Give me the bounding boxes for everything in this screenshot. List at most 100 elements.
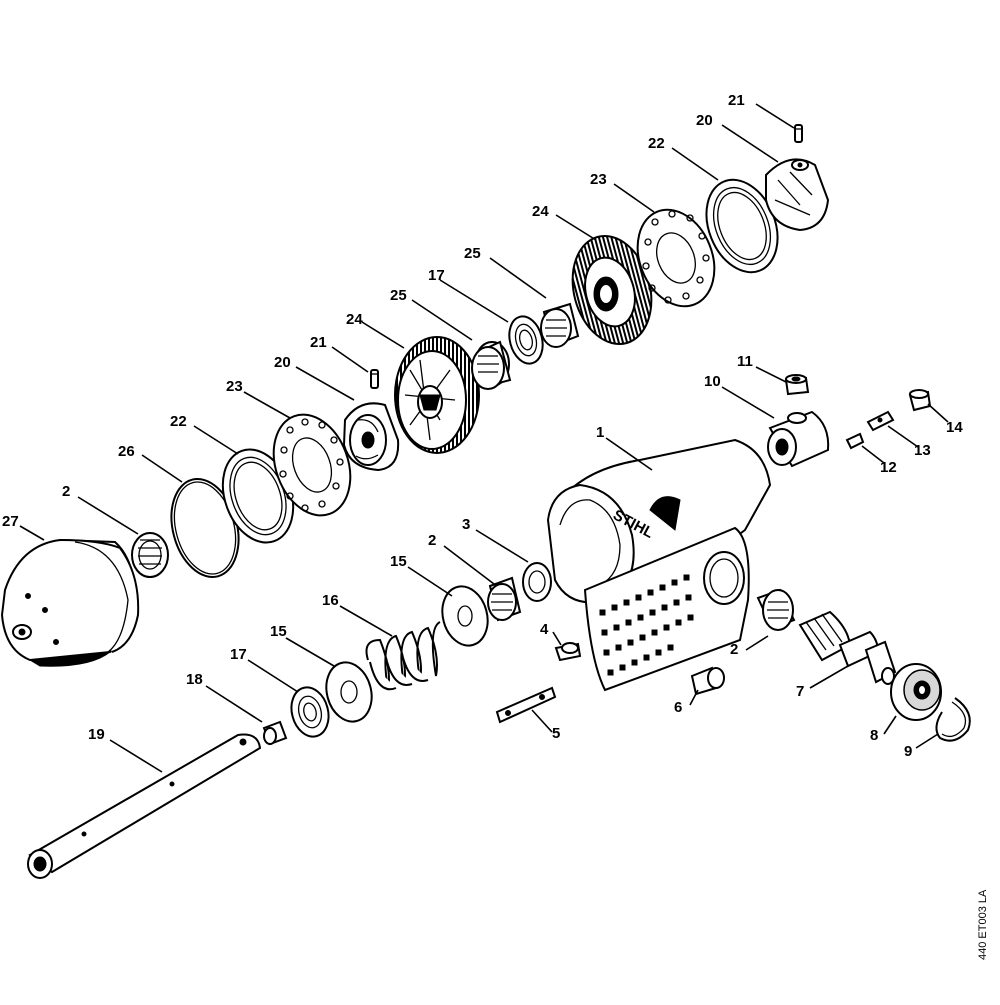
callout-5: 5 — [552, 725, 560, 742]
callout-6: 6 — [674, 699, 682, 716]
leader-10 — [721, 386, 775, 419]
leader-24a — [361, 321, 405, 349]
callout-23: 23 — [226, 378, 243, 395]
leader-22b — [671, 147, 719, 181]
part-24-bevel-gear-b — [571, 234, 653, 346]
callout-25: 25 — [464, 245, 481, 262]
part-7-pinion-shaft — [798, 610, 897, 685]
part-20-clamp-hub-a — [342, 402, 400, 472]
leader-6 — [689, 689, 699, 706]
leader-2c — [745, 635, 769, 651]
leader-2b — [443, 545, 495, 585]
leader-17a — [439, 279, 509, 323]
part-24-bevel-gear-a — [394, 336, 480, 454]
leader-18 — [205, 685, 263, 723]
callout-14: 14 — [946, 419, 963, 436]
callout-11: 11 — [737, 353, 753, 370]
part-15-washer-a — [441, 585, 489, 647]
callout-2: 2 — [428, 532, 436, 549]
part-3-spacer-ring — [522, 562, 552, 602]
leader-16 — [339, 605, 393, 637]
part-12-pin — [845, 432, 865, 450]
leader-lines — [19, 103, 949, 773]
part-16-compression-spring — [365, 621, 441, 691]
leader-7 — [809, 665, 849, 689]
leader-12 — [861, 445, 885, 464]
callout-21: 21 — [728, 92, 745, 109]
part-11-set-screw — [784, 374, 810, 396]
leader-2a — [77, 496, 139, 535]
part-6-screw — [690, 666, 725, 696]
leader-15a — [407, 566, 453, 597]
part-4-screw — [554, 642, 582, 662]
part-9-circlip — [935, 697, 971, 742]
leader-25b — [489, 257, 547, 299]
callout-22: 22 — [648, 135, 665, 152]
part-2-needle-bearing-c — [756, 588, 796, 631]
leader-26 — [141, 454, 183, 483]
leader-1 — [605, 437, 653, 471]
part-19-drive-shaft — [27, 733, 262, 879]
leader-21b — [755, 103, 795, 129]
callout-23: 23 — [590, 171, 607, 188]
part-21-pin-b — [794, 124, 803, 143]
leader-13 — [887, 425, 919, 448]
part-5-plate — [495, 686, 557, 724]
leader-23b — [613, 183, 655, 213]
leader-25a — [411, 299, 473, 341]
part-2-needle-bearing-a — [131, 532, 169, 578]
callout-15: 15 — [270, 623, 287, 640]
callout-2: 2 — [730, 641, 738, 658]
callout-24: 24 — [346, 311, 363, 328]
callout-24: 24 — [532, 203, 549, 220]
part-25-needle-sleeve-a — [471, 340, 512, 390]
part-13-shear-pin — [866, 410, 895, 432]
leader-9 — [915, 733, 939, 749]
callout-18: 18 — [186, 671, 203, 688]
leader-5 — [531, 709, 553, 733]
part-26-o-ring — [170, 477, 240, 579]
callout-3: 3 — [462, 516, 470, 533]
part-2-needle-bearing-b — [487, 576, 522, 622]
callout-8: 8 — [870, 727, 878, 744]
callout-13: 13 — [914, 442, 931, 459]
leader-17b — [247, 659, 299, 693]
leader-8 — [883, 715, 897, 735]
leader-4 — [552, 631, 562, 646]
callout-10: 10 — [704, 373, 721, 390]
leader-27 — [19, 525, 45, 541]
leader-14 — [927, 403, 949, 423]
leader-23a — [243, 391, 291, 419]
callout-21: 21 — [310, 334, 327, 351]
part-8-ball-bearing — [890, 663, 942, 721]
part-18-sleeve — [262, 720, 288, 746]
callout-20: 20 — [696, 112, 713, 129]
part-1-gear-housing: STIHL — [546, 438, 772, 692]
callout-26: 26 — [118, 443, 135, 460]
housing-grille — [599, 574, 694, 676]
callout-17: 17 — [230, 646, 247, 663]
leader-22a — [193, 425, 239, 455]
leader-24b — [555, 214, 597, 241]
leader-15b — [285, 637, 335, 667]
part-17-thrust-bearing-b — [290, 686, 330, 738]
callout-12: 12 — [880, 459, 897, 476]
callout-19: 19 — [88, 726, 105, 743]
callout-7: 7 — [796, 683, 804, 700]
callout-1: 1 — [596, 424, 604, 441]
part-21-pin-a — [370, 369, 379, 389]
part-14-nut — [908, 389, 932, 412]
leader-21a — [331, 346, 369, 373]
part-15-washer-b — [325, 661, 373, 723]
callout-labels: 1 2 2 2 3 4 5 6 7 8 9 10 11 12 13 14 15 … — [2, 92, 963, 760]
callout-2: 2 — [62, 483, 70, 500]
part-20-clamp-hub-b — [765, 158, 830, 232]
callout-17: 17 — [428, 267, 445, 284]
part-27-nose-cap — [0, 538, 140, 667]
part-22-seal-ring-b — [705, 178, 779, 274]
callout-16: 16 — [322, 592, 339, 609]
part-23-perforated-disc-b — [636, 208, 716, 308]
callout-4: 4 — [540, 621, 549, 638]
leader-19 — [109, 739, 163, 773]
